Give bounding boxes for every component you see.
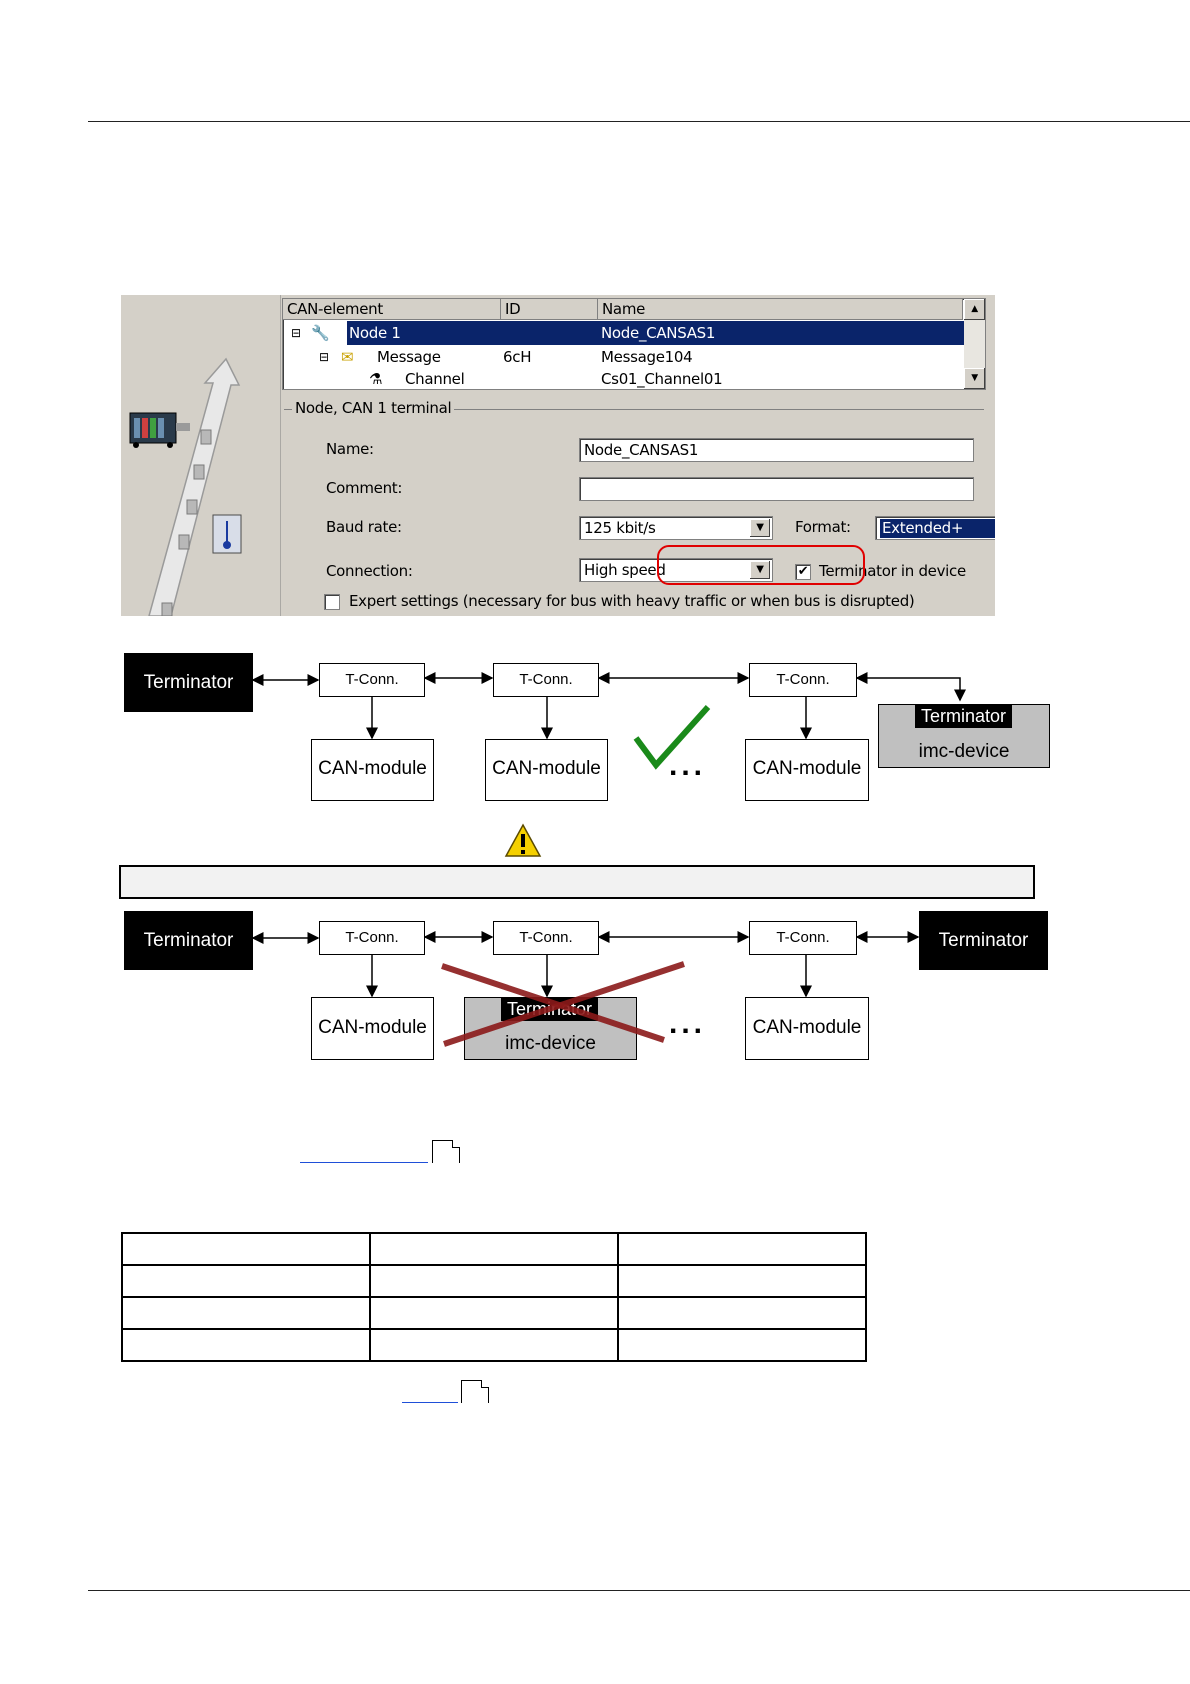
connection-value: High speed — [584, 561, 666, 579]
expert-settings-checkbox[interactable] — [324, 594, 340, 610]
table-row — [121, 1328, 867, 1362]
note-bar — [119, 865, 1035, 899]
ellipsis: ... — [669, 1007, 707, 1040]
tree-message-label[interactable]: Message — [377, 348, 441, 366]
expert-settings-label[interactable]: Expert settings (necessary for bus with … — [349, 592, 915, 610]
tree-node-name[interactable]: Node_CANSAS1 — [599, 321, 965, 345]
terminator-box: Terminator — [124, 911, 253, 970]
column-header-can-element[interactable]: CAN-element — [283, 299, 501, 320]
hyperlink-1[interactable] — [300, 1162, 428, 1163]
scroll-down-arrow-icon[interactable]: ▼ — [964, 368, 985, 389]
checkmark-icon — [633, 704, 711, 770]
channel-icon: ⚗ — [369, 370, 383, 388]
footer-rule — [88, 1590, 1190, 1591]
collapse-toggle-icon[interactable]: ⊟ — [291, 326, 301, 340]
can-module: CAN-module — [745, 739, 869, 801]
collapse-toggle-icon[interactable]: ⊟ — [319, 350, 329, 364]
page-reference-icon[interactable] — [432, 1140, 460, 1163]
group-title: Node, CAN 1 terminal — [292, 399, 455, 417]
t-connector: T-Conn. — [749, 921, 857, 955]
can-module: CAN-module — [311, 739, 434, 801]
can-module: CAN-module — [745, 997, 869, 1060]
imc-device-box: Terminator imc-device — [878, 704, 1050, 768]
terminator-box: Terminator — [919, 911, 1048, 970]
page-reference-icon[interactable] — [461, 1380, 489, 1403]
tree-row-channel[interactable]: ⚗ Channel Cs01_Channel01 — [283, 367, 963, 389]
baud-rate-value: 125 kbit/s — [584, 519, 656, 537]
empty-table — [121, 1232, 867, 1362]
column-header-id[interactable]: ID — [501, 299, 598, 320]
t-connector: T-Conn. — [319, 921, 425, 955]
node-icon: 🔧 — [311, 324, 330, 342]
thermometer-module-icon — [212, 514, 242, 554]
format-label: Format: — [795, 518, 851, 536]
tree-channel-label[interactable]: Channel — [405, 370, 465, 388]
t-connector: T-Conn. — [493, 663, 599, 697]
device-icon — [129, 412, 190, 448]
tree-scrollbar[interactable]: ▲ ▼ — [964, 299, 985, 389]
can-node-dialog: CAN-element ID Name ⊟ 🔧 Node 1 Node_CANS… — [121, 295, 995, 616]
tree-channel-name: Cs01_Channel01 — [601, 370, 723, 388]
dropdown-arrow-icon[interactable]: ▼ — [750, 561, 770, 579]
tree-message-id: 6cH — [503, 348, 532, 366]
terminator-highlight — [657, 545, 865, 585]
format-select[interactable]: Extended+ ▼ — [875, 516, 995, 540]
dropdown-arrow-icon[interactable]: ▼ — [750, 519, 770, 537]
column-header-name[interactable]: Name — [598, 299, 963, 320]
name-label: Name: — [326, 440, 374, 458]
can-module: CAN-module — [485, 739, 608, 801]
table-row — [121, 1296, 867, 1330]
header-rule — [88, 121, 1190, 122]
imc-device-label: imc-device — [918, 741, 1010, 762]
format-value: Extended+ — [880, 519, 995, 538]
table-row — [121, 1264, 867, 1298]
name-field[interactable]: Node_CANSAS1 — [579, 438, 974, 462]
tree-row-node[interactable]: ⊟ 🔧 Node 1 Node_CANSAS1 — [283, 321, 965, 345]
connection-select[interactable]: High speed ▼ — [579, 558, 773, 582]
t-connector: T-Conn. — [319, 663, 425, 697]
terminator-box: Terminator — [124, 653, 253, 712]
can-module: CAN-module — [311, 997, 434, 1060]
cross-icon — [441, 961, 685, 1047]
baud-rate-select[interactable]: 125 kbit/s ▼ — [579, 516, 773, 540]
bus-illustration — [129, 295, 281, 616]
t-connector: T-Conn. — [749, 663, 857, 697]
tree-message-name: Message104 — [601, 348, 693, 366]
tree-node-label[interactable]: Node 1 — [347, 321, 603, 345]
imc-terminator-tag: Terminator — [915, 705, 1013, 728]
can-element-tree[interactable]: CAN-element ID Name ⊟ 🔧 Node 1 Node_CANS… — [282, 298, 986, 390]
envelope-icon: ✉ — [341, 348, 354, 366]
baud-rate-label: Baud rate: — [326, 518, 402, 536]
comment-label: Comment: — [326, 479, 403, 497]
scroll-up-arrow-icon[interactable]: ▲ — [964, 299, 985, 320]
hyperlink-2[interactable] — [402, 1402, 458, 1403]
warning-icon — [504, 823, 542, 857]
imc-device-label: imc-device — [505, 1033, 596, 1054]
table-row — [121, 1232, 867, 1266]
node-settings-group: Node, CAN 1 terminal Name: Node_CANSAS1 … — [284, 399, 995, 616]
connection-label: Connection: — [326, 562, 413, 580]
tree-row-message[interactable]: ⊟ ✉ Message 6cH Message104 — [283, 345, 963, 369]
t-connector: T-Conn. — [493, 921, 599, 955]
terminator-checkbox[interactable]: ✔ — [795, 564, 811, 580]
ellipsis: ... — [669, 749, 707, 782]
comment-field[interactable] — [579, 477, 974, 501]
